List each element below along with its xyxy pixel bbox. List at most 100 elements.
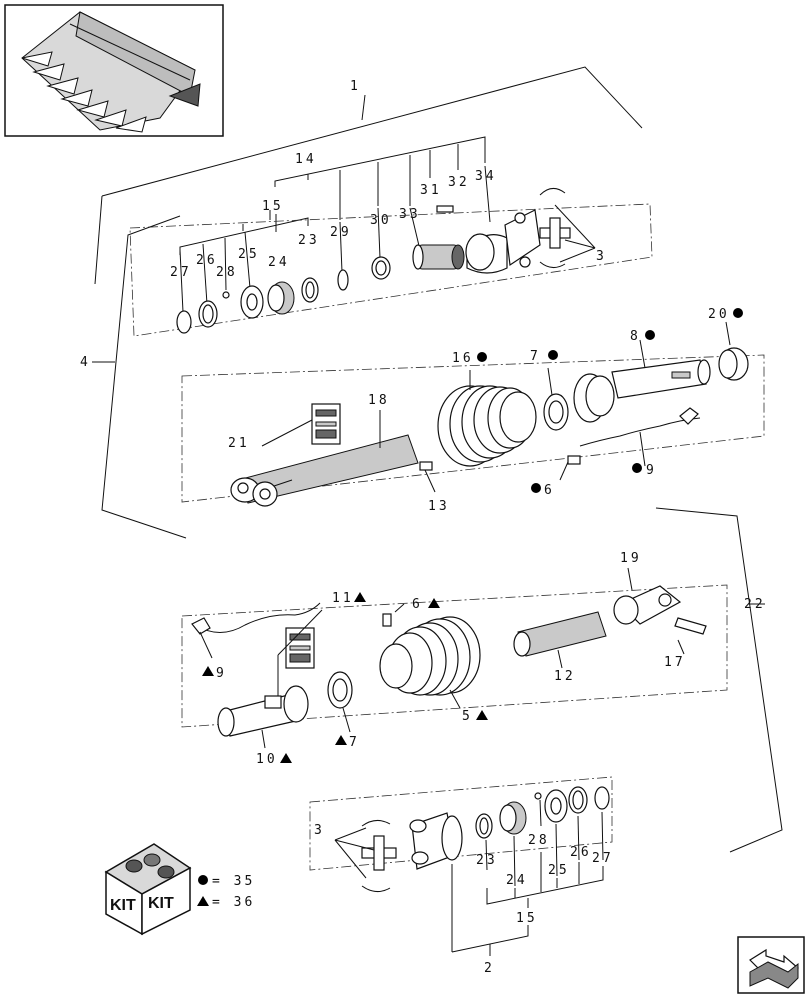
coupling-33 — [412, 244, 465, 270]
screw-13 — [419, 461, 433, 471]
filled-triangle-icon — [354, 592, 366, 602]
callout-31: 31 — [420, 183, 442, 198]
callout-3-bottom: 3 — [314, 823, 325, 838]
callout-30: 30 — [370, 213, 392, 228]
kit-label-right: KIT — [148, 895, 174, 912]
key-31 — [436, 205, 454, 213]
bottom-assembly-outline — [309, 776, 613, 871]
screw-6-low — [382, 613, 392, 627]
ring-23-top — [305, 281, 315, 299]
lower-assembly-outline — [181, 584, 728, 728]
corn-header-icon — [21, 11, 201, 133]
cross-journal-bottom — [361, 835, 397, 871]
filled-triangle-icon — [197, 896, 209, 906]
callout-25-top: 25 — [238, 247, 260, 262]
collar-20 — [718, 347, 749, 381]
callout-14: 14 — [295, 152, 317, 167]
middle-assembly-outline — [181, 354, 765, 503]
grease-fitting-28-top — [222, 291, 230, 299]
filled-triangle-icon — [202, 666, 214, 676]
callout-26-bottom: 26 — [570, 845, 592, 860]
filled-circle-icon — [548, 350, 558, 360]
callout-7-low: 7 — [349, 735, 360, 750]
kit-box-icon: KIT KIT — [104, 843, 192, 936]
callout-28-bottom: 28 — [528, 833, 550, 848]
filled-circle-icon — [477, 352, 487, 362]
snap-ring-3d — [361, 885, 391, 892]
callout-6-mid: 6 — [544, 483, 555, 498]
callout-19: 19 — [620, 551, 642, 566]
callout-27-bottom: 27 — [592, 851, 614, 866]
next-page-arrow-icon[interactable] — [737, 936, 805, 994]
callout-21: 21 — [228, 436, 250, 451]
filled-circle-icon — [645, 330, 655, 340]
filled-circle-icon — [198, 875, 208, 885]
bottom-assembly-parts — [334, 786, 610, 952]
header-thumbnail[interactable] — [4, 4, 224, 137]
inner-tube-18 — [230, 434, 419, 507]
callout-16: 16 — [452, 351, 474, 366]
snap-ring-27-bottom — [594, 786, 610, 810]
filled-triangle-icon — [280, 753, 292, 763]
callout-11: 11 — [332, 591, 354, 606]
callout-2: 2 — [484, 961, 495, 976]
bearing-ring-7-mid — [543, 393, 569, 431]
label-decal-11 — [285, 627, 315, 669]
bearing-ring-7-low — [327, 671, 353, 709]
legend-triangle-text: = 36 — [212, 895, 255, 910]
cross-journal-top — [539, 217, 571, 249]
callout-23-top: 23 — [298, 233, 320, 248]
callout-7-mid: 7 — [530, 349, 541, 364]
filled-triangle-icon — [335, 735, 347, 745]
filled-circle-icon — [531, 483, 541, 493]
bearing-24-top — [267, 284, 285, 312]
pin-17 — [674, 617, 707, 635]
washer-25-bottom — [550, 797, 562, 815]
top-assembly-outline — [129, 203, 653, 337]
callout-8: 8 — [630, 329, 641, 344]
callout-33: 33 — [399, 207, 421, 222]
bearing-24-bottom — [499, 804, 517, 832]
washer-25-top — [246, 293, 258, 311]
legend-circle-text: = 35 — [212, 874, 255, 889]
group-1-bracket — [94, 66, 643, 285]
snap-ring-3c — [361, 820, 391, 827]
group-4-bracket — [92, 215, 187, 539]
callout-12: 12 — [554, 669, 576, 684]
callout-15-bottom: 15 — [516, 911, 538, 926]
callout-17: 17 — [664, 655, 686, 670]
callout-9-low: 9 — [216, 666, 227, 681]
outer-tube-8 — [573, 359, 711, 423]
group-22-bracket — [655, 507, 783, 853]
filled-circle-icon — [632, 463, 642, 473]
snap-ring-3b — [539, 261, 566, 268]
callout-25-bottom: 25 — [548, 863, 570, 878]
callout-20: 20 — [708, 307, 730, 322]
label-decal-21 — [311, 403, 341, 445]
callout-3-top: 3 — [596, 249, 607, 264]
snap-ring-27-top — [176, 310, 192, 334]
guard-bellows-16 — [437, 385, 537, 467]
safety-chain-9-mid — [579, 417, 701, 447]
ring-23-bottom — [479, 817, 489, 835]
callout-34: 34 — [475, 169, 497, 184]
ring-26-bottom — [572, 790, 584, 810]
callout-5: 5 — [462, 709, 473, 724]
ring-26-top — [202, 304, 214, 324]
callout-10: 10 — [256, 752, 278, 767]
yoke-top — [504, 209, 541, 268]
callout-15-top: 15 — [262, 199, 284, 214]
group-15-bottom-bracket — [486, 852, 604, 908]
snap-ring-3a — [539, 188, 566, 196]
callout-27-top: 27 — [170, 265, 192, 280]
filled-triangle-icon — [476, 710, 488, 720]
callout-24-bottom: 24 — [506, 873, 528, 888]
inner-tube-12 — [513, 611, 607, 657]
lower-assembly-parts — [191, 567, 707, 749]
callout-26-top: 26 — [196, 253, 218, 268]
ring-30 — [375, 260, 387, 276]
group-2-bracket — [451, 925, 529, 956]
screw-6-mid — [567, 455, 581, 465]
callout-22: 22 — [744, 597, 766, 612]
